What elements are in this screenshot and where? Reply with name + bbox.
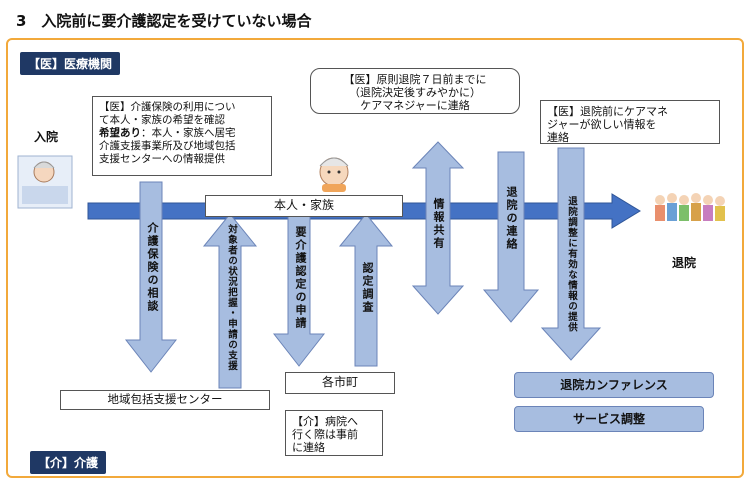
med-info-box: 【医】介護保険の利用につい て本人・家族の希望を確認 希望あり：本人・家族へ居宅…: [92, 96, 272, 176]
consult-label: 介護保険の相談: [146, 222, 159, 313]
city-label: 各市町: [321, 375, 358, 389]
med-info-line3-text: ：本人・家族へ居宅: [141, 127, 236, 139]
med-info-line1: 【医】介護保険の利用につい: [99, 101, 236, 113]
med-principle-line3: ケアマネジャーに連絡: [360, 99, 470, 112]
medical-tag: 【医】医療機関: [20, 52, 121, 75]
care-tag: 【介】介護: [30, 451, 107, 474]
center-box: 地域包括支援センター: [60, 390, 270, 410]
med-before-box: 【医】退院前にケアマネ ジャーが欲しい情報を 連絡: [540, 100, 720, 144]
med-info-bold: 希望あり: [99, 127, 141, 139]
share-label: 情報共有: [432, 198, 445, 250]
center-label: 地域包括支援センター: [107, 392, 223, 406]
med-info-line4: 介護支援事業所及び地域包括: [99, 140, 236, 152]
apply-arrow: [272, 213, 326, 367]
med-before-line3: 連絡: [547, 131, 569, 144]
care-note-line3: に連絡: [292, 441, 325, 454]
care-note-line1: 【介】病院へ: [292, 415, 358, 428]
share-arrow: [411, 141, 465, 315]
care-note-box: 【介】病院へ 行く際は事前 に連絡: [285, 410, 383, 456]
med-info-line5: 支援センターへの情報提供: [99, 153, 225, 165]
person-family-box: 本人・家族: [205, 195, 403, 217]
med-principle-box: 【医】原則退院７日前までに （退院決定後すみやかに） ケアマネジャーに連絡: [310, 68, 520, 114]
apply-label: 要介護認定の申請: [294, 226, 307, 330]
service-coordination-box: サービス調整: [514, 406, 704, 432]
survey-arrow: [338, 213, 394, 367]
med-principle-line2: （退院決定後すみやかに）: [349, 86, 481, 99]
support-arrow: [202, 213, 258, 389]
med-info-line3: 希望あり：本人・家族へ居宅: [99, 127, 265, 140]
provide-label: 退院調整に有効な情報の提供: [566, 196, 577, 333]
person-family-label: 本人・家族: [273, 198, 334, 212]
support-label: 対象者の状況把握・申請の支援: [226, 224, 237, 371]
flow-frame: [6, 38, 744, 478]
survey-label: 認定調査: [361, 262, 374, 314]
med-principle-line1: 【医】原則退院７日前までに: [343, 73, 487, 86]
city-box: 各市町: [285, 372, 395, 394]
page-title: 3 入院前に要介護認定を受けていない場合: [16, 12, 312, 30]
med-info-line2: て本人・家族の希望を確認: [99, 114, 225, 126]
care-note-line2: 行く際は事前: [292, 428, 358, 441]
admission-label: 入院: [34, 130, 59, 144]
discharge-label: 退院: [672, 256, 697, 270]
med-before-line2: ジャーが欲しい情報を: [547, 118, 657, 131]
med-before-line1: 【医】退院前にケアマネ: [547, 105, 668, 118]
contact-label: 退院の連絡: [505, 186, 518, 251]
discharge-conference-box: 退院カンファレンス: [514, 372, 714, 398]
contact-arrow: [482, 151, 540, 323]
provide-arrow: [540, 147, 602, 361]
consult-arrow: [124, 181, 178, 373]
